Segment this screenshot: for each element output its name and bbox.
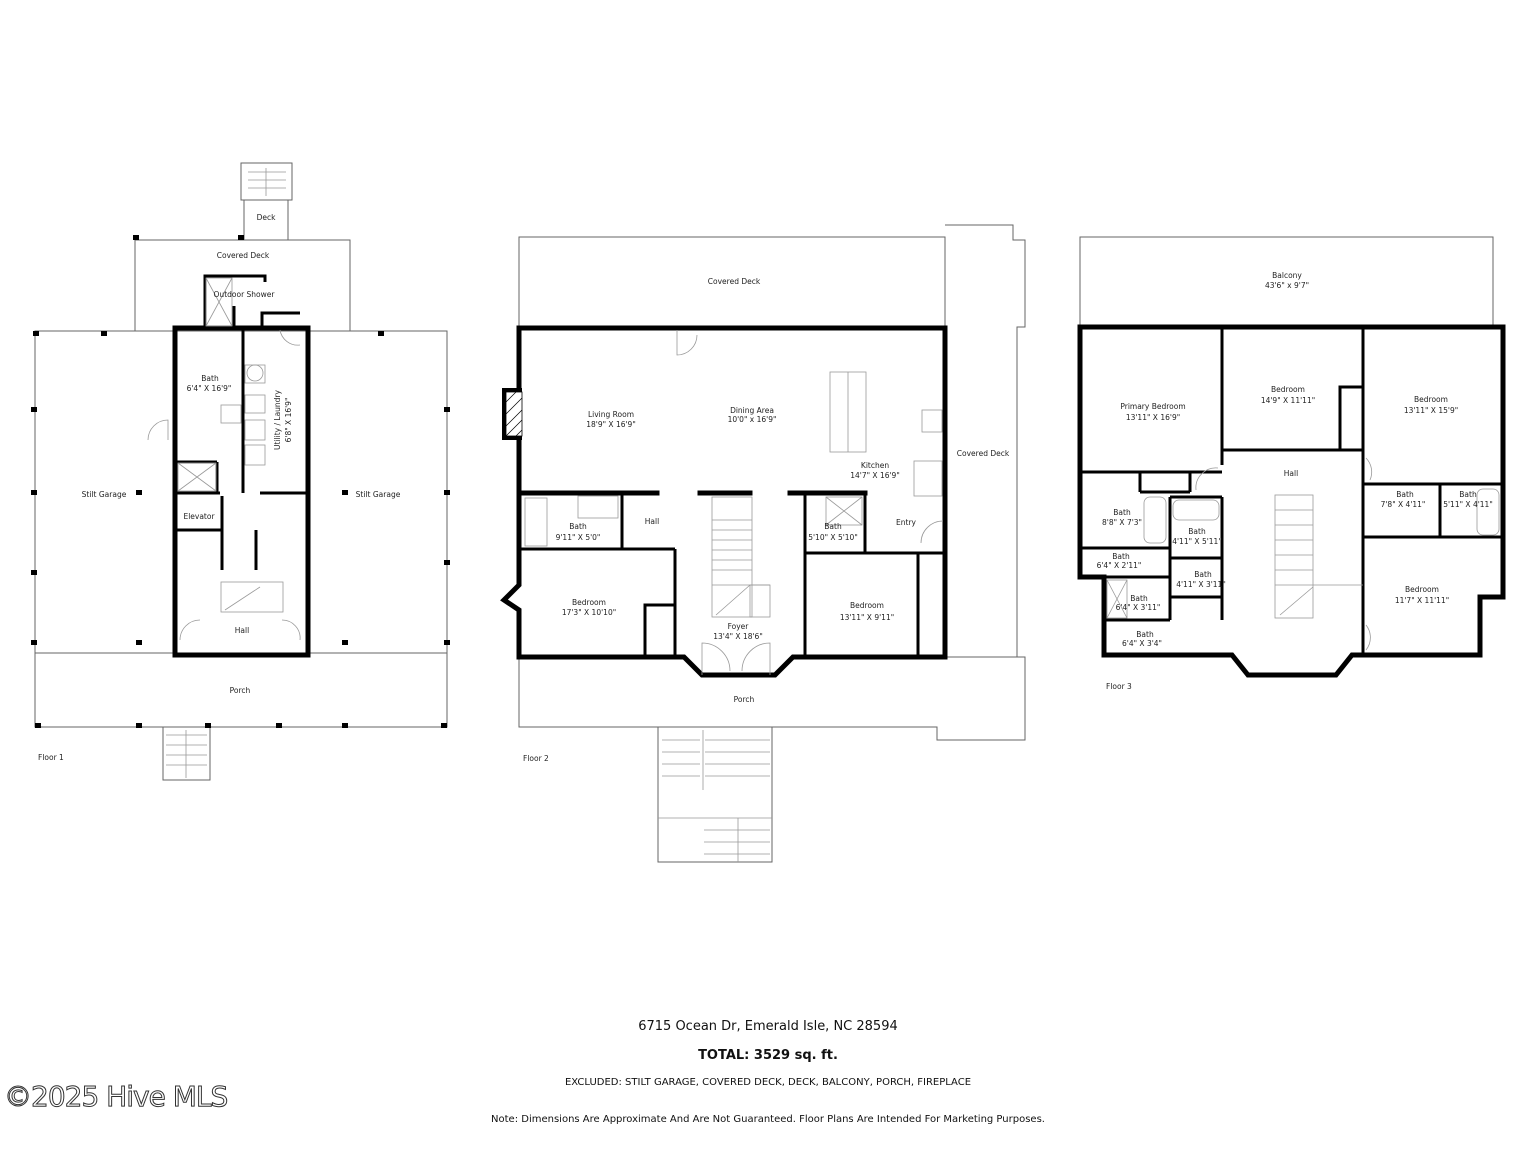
room-kitchen: Kitchen bbox=[861, 461, 889, 470]
room-utility-dim: 6'8" X 16'9" bbox=[284, 398, 293, 443]
room-porch: Porch bbox=[230, 686, 251, 695]
room-bedroom-mid: Bedroom bbox=[1271, 385, 1305, 394]
floor-2-label: Floor 2 bbox=[523, 754, 549, 763]
porch-stairs bbox=[162, 726, 211, 781]
room-bath: Bath bbox=[201, 374, 219, 383]
room-elevator: Elevator bbox=[183, 512, 215, 521]
room-bath-7-dim: 7'8" X 4'11" bbox=[1381, 500, 1426, 509]
room-dining: Dining Area bbox=[730, 406, 774, 415]
room-bath-1: Bath bbox=[1113, 508, 1131, 517]
excluded-areas: EXCLUDED: STILT GARAGE, COVERED DECK, DE… bbox=[564, 1077, 972, 1088]
room-stilt-garage-right: Stilt Garage bbox=[356, 490, 401, 499]
room-living-dim: 18'9" X 16'9" bbox=[586, 420, 636, 429]
deck-stairs bbox=[240, 162, 293, 201]
room-bath-1-dim: 8'8" X 7'3" bbox=[1102, 518, 1142, 527]
room-entry: Entry bbox=[896, 518, 917, 527]
room-bedroom-left-dim: 17'3" X 10'10" bbox=[562, 608, 616, 617]
room-stilt-garage-left: Stilt Garage bbox=[82, 490, 127, 499]
room-bath-7: Bath bbox=[1396, 490, 1414, 499]
porch-stairs bbox=[657, 726, 773, 863]
room-utility: Utility / Laundry bbox=[273, 389, 282, 449]
room-bedroom-right-dim: 13'11" X 9'11" bbox=[840, 613, 894, 622]
property-address: 6715 Ocean Dr, Emerald Isle, NC 28594 bbox=[638, 1019, 898, 1034]
room-bedroom-lower-dim: 11'7" X 11'11" bbox=[1395, 596, 1449, 605]
floor-3: Balcony 43'6" x 9'7" Primary Bedroom 13'… bbox=[1077, 236, 1506, 691]
floor-1-label: Floor 1 bbox=[38, 753, 64, 762]
room-foyer-dim: 13'4" X 18'6" bbox=[713, 632, 763, 641]
room-primary-bedroom-dim: 13'11" X 16'9" bbox=[1126, 413, 1180, 422]
room-bedroom-lower: Bedroom bbox=[1405, 585, 1439, 594]
room-living: Living Room bbox=[588, 410, 634, 419]
watermark: ©2025 Hive MLS bbox=[3, 1080, 228, 1114]
room-bedroom-right-dim: 13'11" X 15'9" bbox=[1404, 406, 1458, 415]
room-bath-left-dim: 9'11" X 5'0" bbox=[556, 533, 601, 542]
room-bedroom-left: Bedroom bbox=[572, 598, 606, 607]
room-bedroom-right: Bedroom bbox=[1414, 395, 1448, 404]
room-bath-6-dim: 6'4" X 3'4" bbox=[1122, 639, 1162, 648]
room-hall: Hall bbox=[645, 517, 659, 526]
room-porch: Porch bbox=[734, 695, 755, 704]
room-primary-bedroom: Primary Bedroom bbox=[1120, 402, 1185, 411]
floor-2: Covered Deck Covered Deck Living Room 18… bbox=[500, 224, 1026, 863]
room-deck: Deck bbox=[257, 213, 277, 222]
room-bath-2: Bath bbox=[1188, 527, 1206, 536]
room-bath-8: Bath bbox=[1459, 490, 1477, 499]
floor-1: Deck Covered Deck Outdoor Shower Bath 6'… bbox=[31, 162, 450, 781]
room-covered-deck-top: Covered Deck bbox=[708, 277, 761, 286]
total-area: TOTAL: 3529 sq. ft. bbox=[698, 1048, 838, 1063]
room-bath-4-dim: 4'11" X 3'11" bbox=[1176, 580, 1226, 589]
room-outdoor-shower: Outdoor Shower bbox=[214, 290, 276, 299]
room-bath-right: Bath bbox=[824, 522, 842, 531]
room-kitchen-dim: 14'7" X 16'9" bbox=[850, 471, 900, 480]
floor2-exterior-walls bbox=[500, 325, 948, 678]
room-hall: Hall bbox=[1284, 469, 1298, 478]
floor-3-label: Floor 3 bbox=[1106, 682, 1132, 691]
room-bath-right-dim: 5'10" X 5'10" bbox=[808, 533, 858, 542]
posts bbox=[31, 235, 450, 728]
room-bath-5: Bath bbox=[1130, 594, 1148, 603]
room-bedroom-mid-dim: 14'9" X 11'11" bbox=[1261, 396, 1315, 405]
room-bath-dim: 6'4" X 16'9" bbox=[187, 384, 232, 393]
room-covered-deck: Covered Deck bbox=[217, 251, 270, 260]
room-balcony: Balcony bbox=[1272, 271, 1302, 280]
floor1-core-walls bbox=[172, 325, 311, 658]
room-bath-left: Bath bbox=[569, 522, 587, 531]
room-covered-deck-right: Covered Deck bbox=[957, 449, 1010, 458]
room-bath-3: Bath bbox=[1112, 552, 1130, 561]
room-foyer: Foyer bbox=[728, 622, 750, 631]
room-bedroom-right: Bedroom bbox=[850, 601, 884, 610]
disclaimer-note: Note: Dimensions Are Approximate And Are… bbox=[491, 1114, 1045, 1125]
room-bath-2-dim: 4'11" X 5'11" bbox=[1172, 537, 1222, 546]
room-balcony-dim: 43'6" x 9'7" bbox=[1265, 281, 1309, 290]
room-bath-6: Bath bbox=[1136, 630, 1154, 639]
room-bath-5-dim: 6'4" X 3'11" bbox=[1116, 603, 1161, 612]
covered-deck-right-and-porch bbox=[518, 224, 1026, 741]
room-dining-dim: 10'0" x 16'9" bbox=[728, 415, 777, 424]
room-bath-4: Bath bbox=[1194, 570, 1212, 579]
room-bath-3-dim: 6'4" X 2'11" bbox=[1097, 561, 1142, 570]
room-bath-8-dim: 5'11" X 4'11" bbox=[1443, 500, 1493, 509]
room-hall: Hall bbox=[235, 626, 249, 635]
